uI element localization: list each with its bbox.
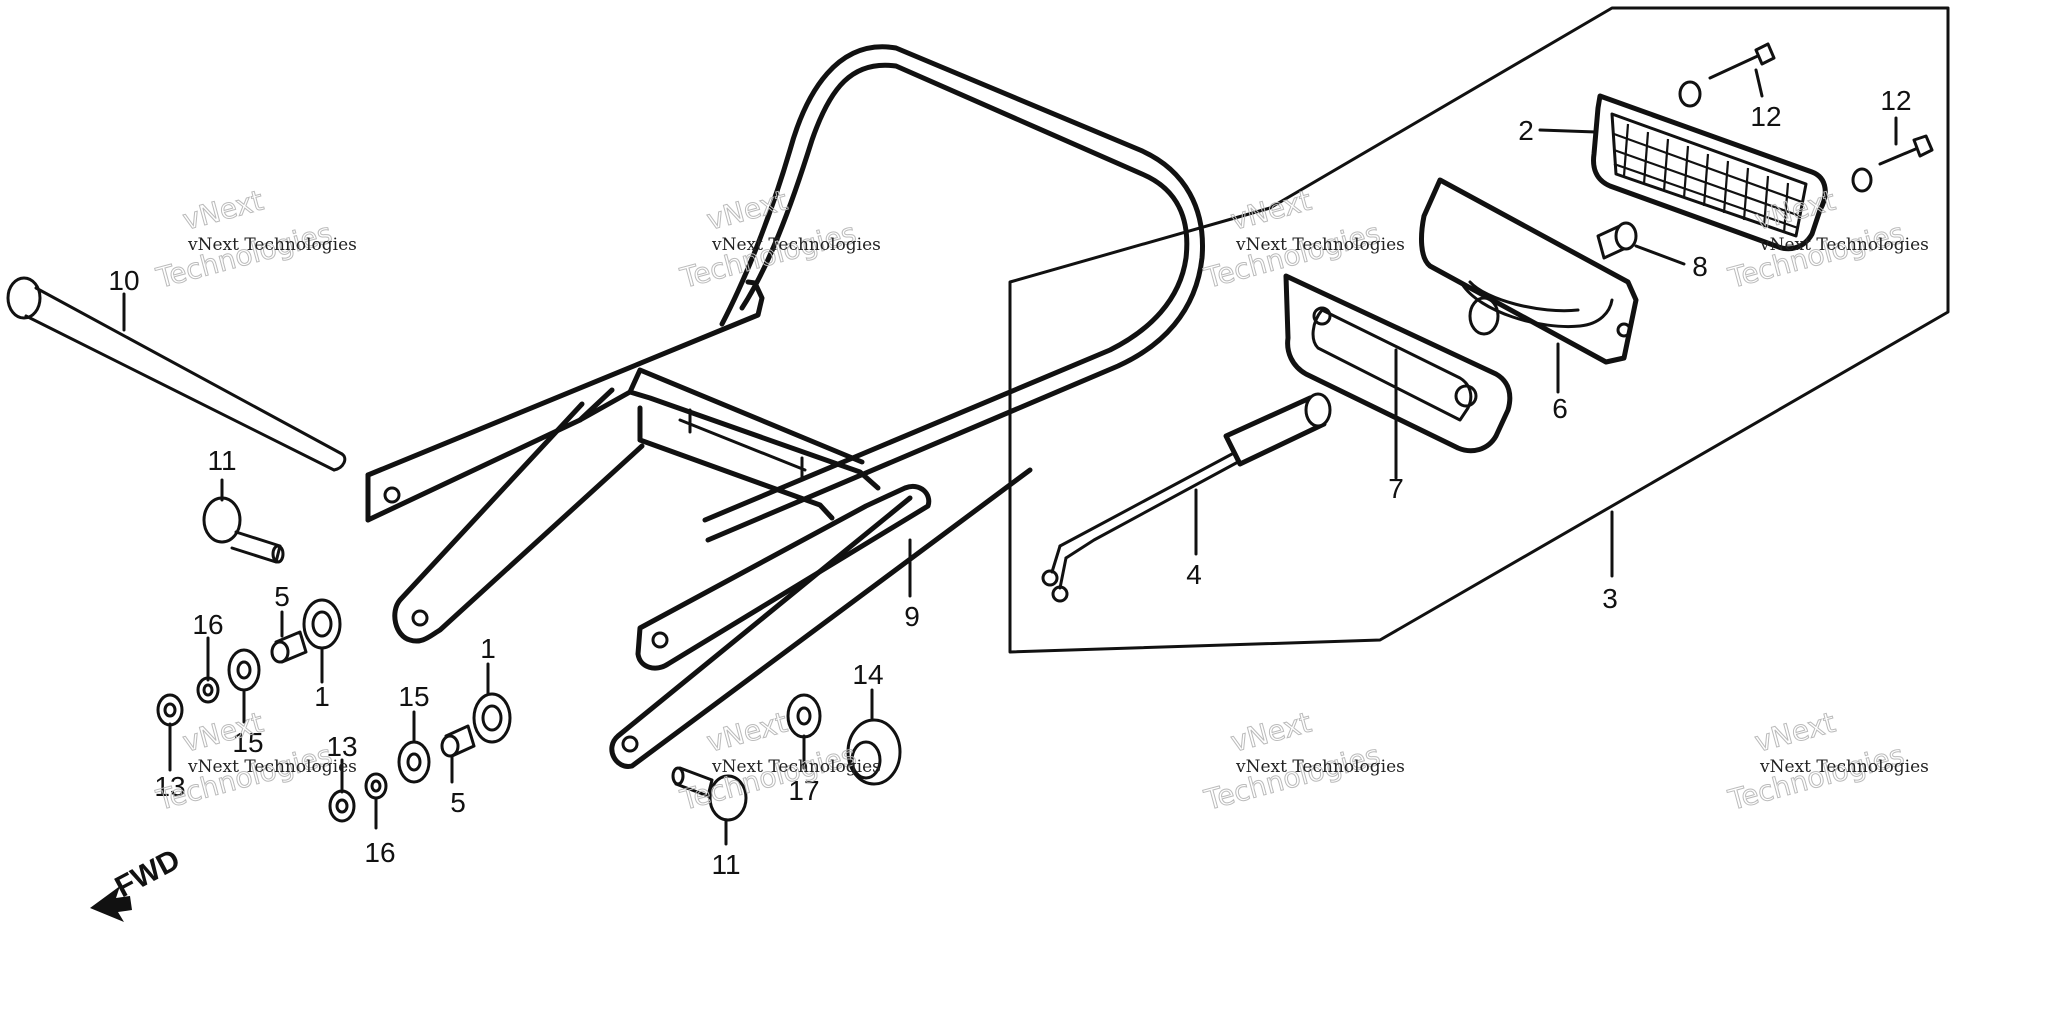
taillight-lens: [1591, 93, 1828, 252]
fwd-label: FWD: [110, 843, 186, 904]
bushing-1-top: [302, 598, 342, 650]
svg-text:Technologies: Technologies: [1724, 738, 1907, 817]
watermark-8: vNext Technologies vNext Technologies: [1724, 705, 1929, 817]
callout-17: 17: [788, 775, 819, 806]
callout-1-top: 1: [314, 681, 330, 712]
svg-text:vNext Technologies: vNext Technologies: [711, 757, 881, 777]
svg-text:vNext: vNext: [703, 184, 791, 237]
callout-15-bottom: 15: [398, 681, 429, 712]
callout-5-bottom: 5: [450, 787, 466, 818]
watermark-5: vNext Technologies vNext Technologies: [152, 705, 357, 817]
svg-text:vNext: vNext: [1227, 706, 1315, 759]
callout-13-top: 13: [154, 771, 185, 802]
bushing-1-bottom: [472, 692, 512, 744]
svg-text:vNext: vNext: [703, 706, 791, 759]
svg-text:vNext: vNext: [1751, 706, 1839, 759]
wiring-harness: [1041, 392, 1332, 603]
svg-text:vNext Technologies: vNext Technologies: [1235, 757, 1405, 777]
callout-10: 10: [108, 265, 139, 296]
callout-9: 9: [904, 601, 920, 632]
bulb: [1596, 221, 1638, 260]
callout-11-bottom: 11: [711, 849, 740, 880]
arrow-left-icon: [90, 886, 132, 922]
callout-15-top: 15: [232, 727, 263, 758]
svg-text:Technologies: Technologies: [676, 216, 859, 295]
forward-direction-indicator: FWD: [90, 843, 186, 922]
collar-5-top: [270, 630, 308, 664]
nut-16-top: [196, 676, 220, 704]
callout-6: 6: [1552, 393, 1568, 424]
callout-14: 14: [852, 659, 883, 690]
watermark-1: vNext Technologies vNext Technologies: [152, 183, 357, 295]
long-bolt-10: [6, 276, 347, 472]
callout-4: 4: [1186, 559, 1202, 590]
watermark-7: vNext Technologies vNext Technologies: [1200, 705, 1405, 817]
rubber-grommet-11-bottom: [671, 766, 748, 822]
carrier-frame: [365, 44, 1205, 769]
washer-13-top: [156, 693, 184, 727]
svg-text:Technologies: Technologies: [1200, 738, 1383, 817]
callout-2: 2: [1518, 115, 1534, 146]
nut-16-bottom: [364, 772, 388, 800]
callout-1-bottom: 1: [480, 633, 496, 664]
collar-5-bottom: [440, 724, 476, 758]
rubber-grommet-11-top: [202, 496, 285, 564]
callout-12-top: 12: [1750, 101, 1781, 132]
svg-text:vNext Technologies: vNext Technologies: [1235, 235, 1405, 255]
screw-12-top: [1678, 42, 1776, 108]
svg-text:vNext: vNext: [179, 184, 267, 237]
svg-text:vNext Technologies: vNext Technologies: [187, 757, 357, 777]
callout-11-top: 11: [207, 445, 236, 476]
svg-text:Technologies: Technologies: [676, 738, 859, 817]
washer-17: [786, 693, 822, 739]
callout-8: 8: [1692, 251, 1708, 282]
callout-5-top: 5: [274, 581, 290, 612]
callout-13-bottom: 13: [326, 731, 357, 762]
svg-text:vNext Technologies: vNext Technologies: [1759, 235, 1929, 255]
svg-text:vNext Technologies: vNext Technologies: [711, 235, 881, 255]
callout-16-top: 16: [192, 609, 223, 640]
callout-7: 7: [1388, 473, 1404, 504]
callout-3: 3: [1602, 583, 1618, 614]
screw-12-right: [1851, 134, 1934, 193]
grommet-14: [846, 718, 902, 786]
washer-15-bottom: [397, 740, 431, 784]
watermark-3: vNext Technologies vNext Technologies: [1200, 183, 1405, 295]
svg-text:vNext Technologies: vNext Technologies: [187, 235, 357, 255]
watermark-2: vNext Technologies vNext Technologies: [676, 183, 881, 295]
svg-text:vNext Technologies: vNext Technologies: [1759, 757, 1929, 777]
taillight-assembly-outline: [1008, 6, 1950, 654]
taillight-housing: [1419, 177, 1639, 365]
svg-text:Technologies: Technologies: [152, 216, 335, 295]
washer-13-bottom: [328, 789, 356, 823]
leader-lines: [122, 68, 1898, 846]
washer-15-top: [227, 648, 261, 692]
callout-16-bottom: 16: [364, 837, 395, 868]
mounting-plate: [1283, 273, 1513, 454]
watermark-6: vNext Technologies vNext Technologies: [676, 705, 881, 817]
svg-text:vNext: vNext: [1227, 184, 1315, 237]
callout-12-right: 12: [1880, 85, 1911, 116]
